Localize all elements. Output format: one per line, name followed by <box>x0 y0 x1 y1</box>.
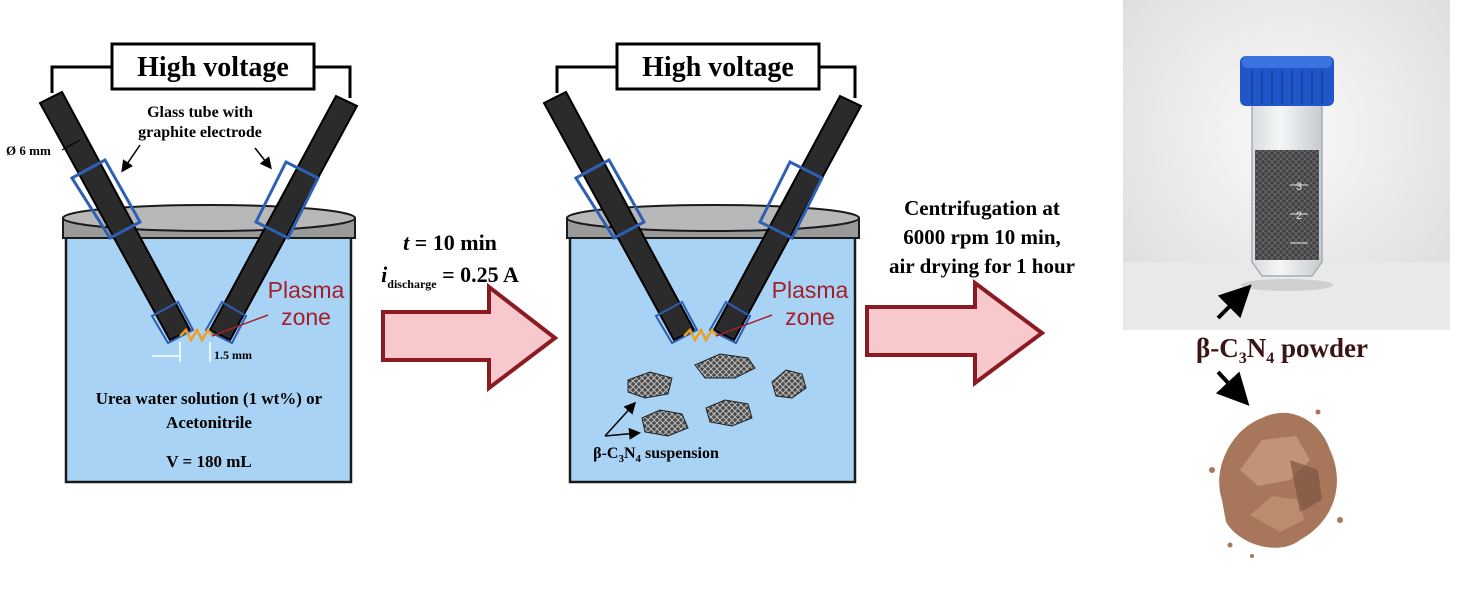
glass-tube-left-lower <box>150 300 195 345</box>
glass-tube-left <box>573 157 647 240</box>
flake <box>641 409 689 437</box>
centrifugation-label-2: 6000 rpm 10 min, <box>903 225 1061 249</box>
volume-label: V = 180 mL <box>166 452 251 471</box>
electrode-right <box>208 94 359 342</box>
tube-cap <box>1240 56 1334 106</box>
plasma-zone-label-1: Plasma <box>268 277 345 303</box>
flake <box>771 369 807 399</box>
suspension-label: β-C3N4 suspension <box>593 445 719 465</box>
step-2: Centrifugation at 6000 rpm 10 min, air d… <box>865 196 1075 387</box>
carbon-nitride-flakes <box>627 353 807 437</box>
water-body <box>64 226 353 484</box>
powder-grain <box>1337 517 1343 523</box>
electrode-right <box>712 94 863 342</box>
glass-tube-pointer-right <box>254 147 272 170</box>
reactor-setup: High voltage Ø 6 mm Glass tube with grap… <box>6 42 359 484</box>
flake <box>627 371 673 399</box>
tube-shadow <box>1241 279 1333 291</box>
powder-grain <box>1315 409 1321 415</box>
suspension-pointer-right <box>604 427 641 440</box>
plasma-zone-label-1: Plasma <box>772 277 849 303</box>
plasma-pointer <box>211 314 269 337</box>
high-voltage-box <box>110 42 316 91</box>
powder-highlight <box>1240 436 1310 486</box>
wire <box>555 65 617 93</box>
tube-powder-texture <box>1255 150 1319 260</box>
process-arrow-1 <box>381 282 559 393</box>
glass-tube-right <box>757 159 825 241</box>
photo-pointer-up <box>1216 284 1252 320</box>
plasma-zone-label-2: zone <box>281 304 331 330</box>
diameter-label: Ø 6 mm <box>6 143 51 158</box>
powder-highlight <box>1250 496 1304 532</box>
tube-mark-3: 3 <box>1296 181 1302 193</box>
process-arrow-2 <box>865 279 1046 387</box>
current-label: idischarge = 0.25 A <box>381 262 519 291</box>
gap-label: 1.5 mm <box>214 348 252 362</box>
electrode-left <box>38 90 192 342</box>
glass-tube-label-1: Glass tube with <box>147 104 253 121</box>
powder-grain <box>1227 542 1233 548</box>
powder-pile <box>1209 409 1343 558</box>
wire <box>314 65 352 98</box>
plasma-pointer <box>715 314 773 337</box>
high-voltage-box <box>615 42 821 91</box>
tube-mark-2: 2 <box>1296 210 1302 222</box>
suspension-pointer-up <box>604 401 637 437</box>
plasma-zone-label-2: zone <box>785 304 835 330</box>
wire <box>50 65 112 93</box>
plasma-spark <box>179 327 214 343</box>
powder-grain <box>1250 554 1254 558</box>
glass-tube-left-lower <box>654 300 699 345</box>
plasma-spark <box>683 327 718 343</box>
tube-cap-top <box>1242 56 1332 68</box>
centrifugation-label-3: air drying for 1 hour <box>889 254 1075 278</box>
tube-cap-ridges <box>1251 70 1323 104</box>
flake <box>694 353 756 379</box>
time-label: t = 10 min <box>403 230 497 255</box>
powder-label: β-C3N4 powder <box>1196 333 1368 367</box>
solution-label-2: Acetonitrile <box>166 413 252 432</box>
electrode-left <box>542 90 696 342</box>
glass-tube-right-lower <box>708 300 752 345</box>
powder-pointer-down <box>1215 370 1250 406</box>
powder-shadow <box>1290 460 1322 512</box>
high-voltage-label: High voltage <box>642 52 794 83</box>
glass-tube-left <box>69 157 143 240</box>
step-1: t = 10 min idischarge = 0.25 A <box>381 230 559 393</box>
solution-label-1: Urea water solution (1 wt%) or <box>96 389 323 408</box>
centrifugation-label-1: Centrifugation at <box>904 196 1060 220</box>
glass-tube-right <box>253 159 321 241</box>
powder-grain <box>1209 467 1215 473</box>
glass-tube-pointer-left <box>121 144 141 173</box>
diameter-arrow <box>61 139 81 151</box>
suspension-setup: High voltage Plasma zone β-C3N4 suspensi… <box>542 42 863 484</box>
product-photo: 3 2 <box>1123 0 1450 330</box>
flake <box>705 399 753 427</box>
glass-tube-label-2: graphite electrode <box>138 124 262 141</box>
water-body <box>568 226 857 484</box>
glass-tube-right-lower <box>204 300 248 345</box>
wire <box>819 65 857 98</box>
high-voltage-label: High voltage <box>137 52 289 83</box>
